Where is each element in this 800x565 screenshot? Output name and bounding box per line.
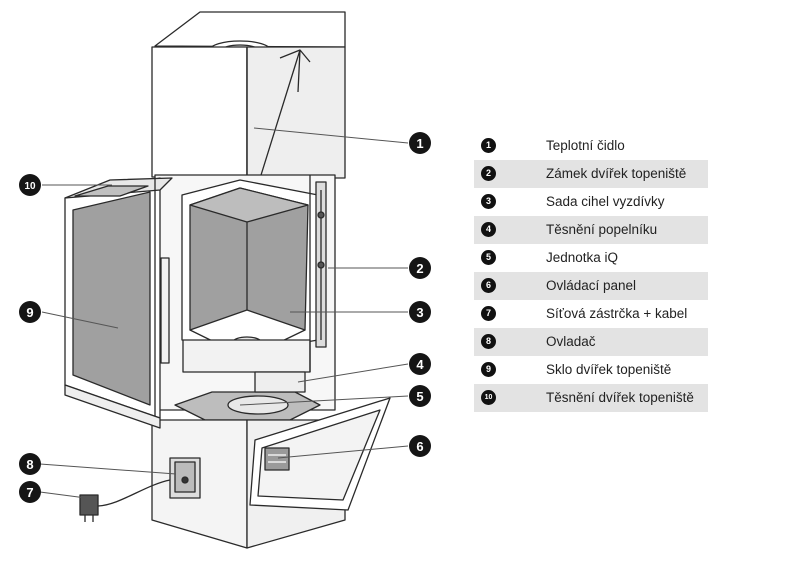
legend-number: 8 [481,334,496,349]
firebox-door [64,177,173,429]
legend-number: 4 [481,222,496,237]
legend-number: 5 [481,250,496,265]
parts-legend: 1 Teplotní čidlo 2 Zámek dvířek topeništ… [474,132,708,412]
legend-row-10: 10 Těsnění dvířek topeniště [474,384,708,412]
legend-number: 3 [481,194,496,209]
leader-lines [39,127,409,499]
legend-row-4: 4 Těsnění popelníku [474,216,708,244]
legend-row-7: 7 Síťová zástrčka + kabel [474,300,708,328]
callout-2: 2 [409,257,431,279]
callout-3: 3 [409,301,431,323]
legend-number: 1 [481,138,496,153]
svg-text:9: 9 [26,305,33,320]
legend-label: Jednotka iQ [546,250,619,265]
legend-row-1: 1 Teplotní čidlo [474,132,708,160]
legend-label: Těsnění popelníku [546,222,658,237]
power-plug [79,479,171,522]
svg-text:2: 2 [416,261,423,276]
legend-label: Ovladač [546,334,596,349]
legend-number: 2 [481,166,496,181]
legend-row-6: 6 Ovládací panel [474,272,708,300]
svg-text:3: 3 [416,305,423,320]
legend-label: Těsnění dvířek topeniště [546,390,694,405]
callout-6: 6 [409,435,431,457]
callout-5: 5 [409,385,431,407]
legend-row-5: 5 Jednotka iQ [474,244,708,272]
callouts: 1 2 3 4 5 6 7 8 9 10 [19,132,431,503]
legend-row-8: 8 Ovladač [474,328,708,356]
legend-label: Teplotní čidlo [546,138,625,153]
callout-10: 10 [19,174,41,196]
legend-row-9: 9 Sklo dvířek topeniště [474,356,708,384]
legend-number: 10 [481,390,496,405]
svg-text:5: 5 [416,389,423,404]
legend-number: 7 [481,306,496,321]
callout-4: 4 [409,353,431,375]
legend-label: Sklo dvířek topeniště [546,362,672,377]
door-lock-strip [315,181,327,348]
legend-label: Zámek dvířek topeniště [546,166,687,181]
svg-text:8: 8 [26,457,33,472]
firebox-body [154,174,336,411]
legend-number: 6 [481,278,496,293]
svg-text:6: 6 [416,439,423,454]
callout-9: 9 [19,301,41,323]
top-chamber [151,11,346,179]
remote-controller [169,457,201,499]
ash-pan-drawer [174,371,321,421]
legend-label: Sada cihel vyzdívky [546,194,665,209]
callout-1: 1 [409,132,431,154]
legend-row-3: 3 Sada cihel vyzdívky [474,188,708,216]
svg-text:1: 1 [416,136,423,151]
legend-label: Ovládací panel [546,278,637,293]
callout-7: 7 [19,481,41,503]
callout-8: 8 [19,453,41,475]
svg-text:10: 10 [24,181,36,192]
legend-label: Síťová zástrčka + kabel [546,306,688,321]
svg-text:4: 4 [416,357,424,372]
svg-text:7: 7 [26,485,33,500]
legend-number: 9 [481,362,496,377]
legend-row-2: 2 Zámek dvířek topeniště [474,160,708,188]
